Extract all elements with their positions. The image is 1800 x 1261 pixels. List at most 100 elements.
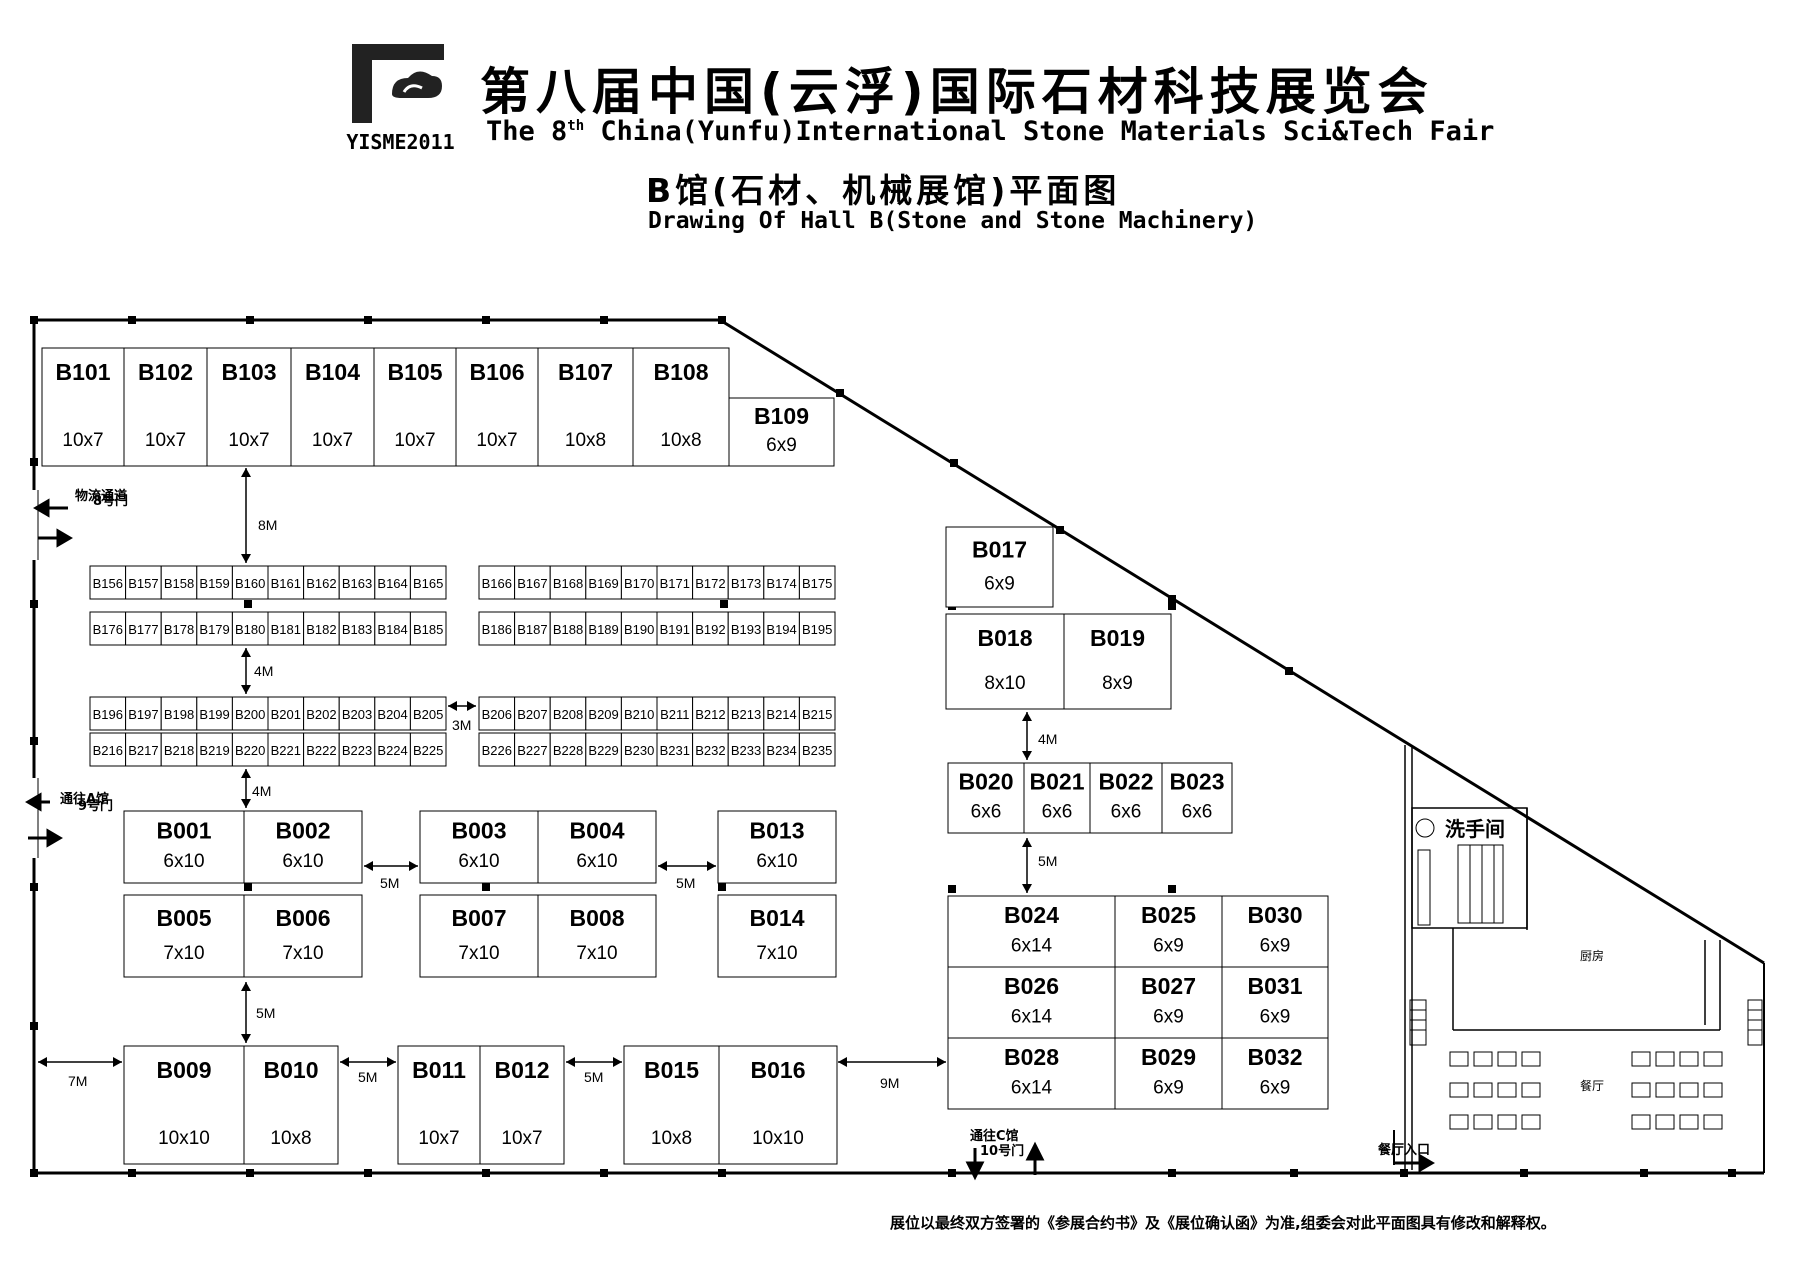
booth-size: 6x6 — [1182, 802, 1213, 823]
booth-size: 6x9 — [766, 435, 797, 456]
booth-size: 10x7 — [145, 430, 186, 451]
booth-size: 10x7 — [394, 430, 435, 451]
booth-id: B009 — [157, 1057, 212, 1083]
aisle-dimension: 4M — [241, 648, 273, 694]
booth-id: B167 — [517, 576, 547, 591]
booth-b178: B178 — [160, 611, 198, 646]
booth-b170: B170 — [620, 565, 658, 600]
booth-size: 6x9 — [1260, 1077, 1291, 1098]
booth-outline — [656, 732, 694, 767]
booth-id: B204 — [377, 707, 407, 722]
booth-outline — [514, 565, 551, 600]
arrowhead-icon — [241, 1034, 251, 1043]
booth-outline — [196, 732, 233, 767]
booth-id: B212 — [695, 707, 725, 722]
arrowhead-icon — [364, 861, 373, 871]
booth-id: B025 — [1141, 902, 1196, 928]
booth-b177: B177 — [125, 611, 162, 646]
booth-b208: B208 — [549, 696, 587, 731]
booth-id: B157 — [128, 576, 158, 591]
booth-outline — [514, 611, 551, 646]
booth-outline — [409, 565, 447, 600]
booth-id: B192 — [695, 622, 725, 637]
booth-size: 10x8 — [565, 430, 606, 451]
booth-b210: B210 — [620, 696, 658, 731]
arrowhead-icon — [38, 1057, 47, 1067]
arrowhead-icon — [387, 1057, 396, 1067]
booth-b168: B168 — [549, 565, 587, 600]
booth-size: 7x10 — [282, 943, 323, 964]
booth-outline — [549, 696, 587, 731]
table-icon — [1521, 1082, 1541, 1098]
booth-outline — [718, 1045, 838, 1165]
booth-outline — [727, 732, 765, 767]
booth-id: B106 — [470, 359, 525, 385]
booth-id: B017 — [972, 536, 1027, 562]
booth-outline — [267, 732, 305, 767]
booth-outline — [1221, 1037, 1329, 1110]
dimension-label: 5M — [256, 1005, 275, 1021]
booth-id: B004 — [570, 817, 625, 843]
booth-outline — [945, 613, 1065, 710]
booth-b157: B157 — [125, 565, 162, 600]
booth-b212: B212 — [692, 696, 729, 731]
booth-id: B185 — [413, 622, 443, 637]
booth-b191: B191 — [656, 611, 694, 646]
booth-id: B026 — [1004, 973, 1059, 999]
booth-outline — [798, 696, 836, 731]
aisle-dimension: 5M — [364, 861, 418, 891]
arrowhead-icon — [838, 1057, 847, 1067]
booth-outline — [549, 611, 587, 646]
table-icon — [1679, 1051, 1699, 1067]
booth-b220: B220 — [231, 732, 269, 767]
booth-id: B203 — [342, 707, 372, 722]
booth-b221: B221 — [267, 732, 305, 767]
booth-b172: B172 — [692, 565, 729, 600]
table-icon — [1473, 1082, 1493, 1098]
booth-outline — [585, 732, 622, 767]
booth-id: B210 — [624, 707, 654, 722]
booth-b233: B233 — [727, 732, 765, 767]
booth-id: B214 — [766, 707, 796, 722]
table-icon — [1631, 1051, 1651, 1067]
booth-outline — [231, 565, 269, 600]
booth-id: B173 — [731, 576, 761, 591]
booth-id: B001 — [157, 817, 212, 843]
washroom-sign-icon — [1415, 818, 1435, 838]
table-icon — [1521, 1051, 1541, 1067]
dimension-label: 5M — [584, 1069, 603, 1085]
booth-b161: B161 — [267, 565, 305, 600]
booth-b224: B224 — [374, 732, 411, 767]
booth-outline — [1114, 1037, 1223, 1110]
booth-outline — [656, 565, 694, 600]
booth-outline — [537, 810, 657, 884]
booth-id: B105 — [388, 359, 443, 385]
table-icon — [1655, 1082, 1675, 1098]
aisle-dimension: 4M — [1022, 712, 1057, 760]
booth-b167: B167 — [514, 565, 551, 600]
booth-outline — [206, 347, 292, 467]
booth-id: B229 — [588, 743, 618, 758]
booth-size: 6x14 — [1011, 1006, 1053, 1027]
booth-outline — [798, 611, 836, 646]
annex-walls — [1404, 745, 1721, 1170]
booth-size: 10x7 — [501, 1128, 542, 1149]
booth-id: B159 — [199, 576, 229, 591]
booth-b158: B158 — [160, 565, 198, 600]
booth-b164: B164 — [374, 565, 411, 600]
table-icon — [1449, 1114, 1469, 1130]
booth-b173: B173 — [727, 565, 765, 600]
booth-b162: B162 — [303, 565, 340, 600]
booth-b190: B190 — [620, 611, 658, 646]
title-en-sup: th — [567, 118, 585, 134]
booth-outline — [692, 732, 729, 767]
booth-id: B030 — [1248, 902, 1303, 928]
